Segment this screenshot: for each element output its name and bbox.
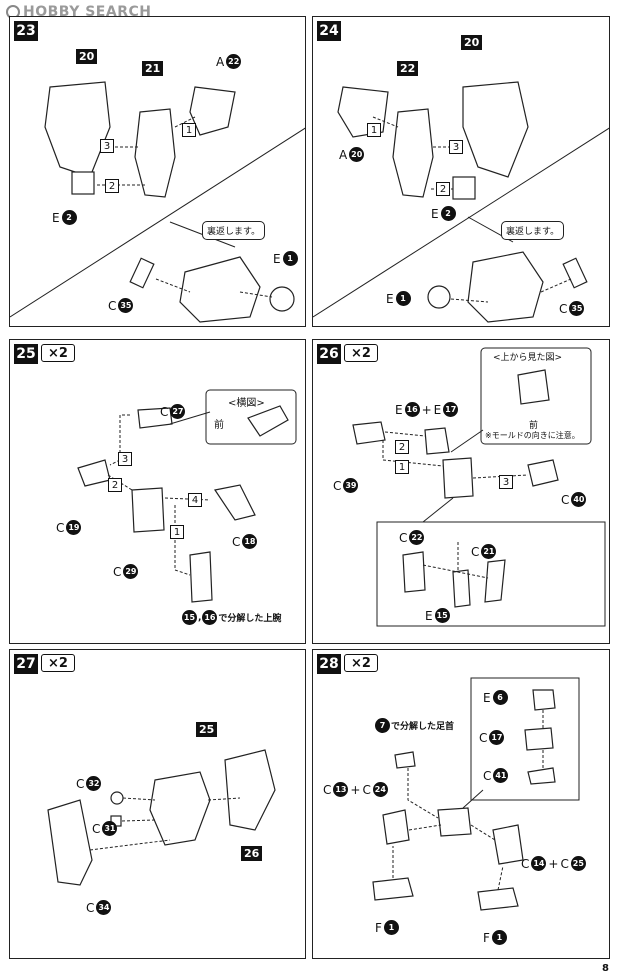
- arrow-step-1: 1: [395, 460, 409, 474]
- step-number: 27: [14, 654, 38, 674]
- multiplier-badge: ×2: [344, 344, 378, 362]
- multiplier-badge: ×2: [344, 654, 378, 672]
- arrow-step-2: 2: [436, 182, 450, 196]
- arrow-step-4: 4: [188, 493, 202, 507]
- arrow-step-3: 3: [499, 475, 513, 489]
- page-number: 8: [602, 963, 609, 974]
- arrow-step-1: 1: [182, 123, 196, 137]
- step-28-illustration: [372, 677, 580, 911]
- arrow-step-2: 2: [395, 440, 409, 454]
- part-label-20: 20: [76, 49, 98, 64]
- step-number: 24: [317, 21, 341, 41]
- flip-over-note: 裏返します。: [501, 221, 565, 240]
- step-number: 28: [317, 654, 341, 674]
- front-direction-label: 前: [214, 420, 224, 431]
- step-number: 25: [14, 344, 38, 364]
- side-view-label: <横図>: [228, 398, 265, 409]
- step-27-illustration: [47, 749, 276, 886]
- top-view-label: <上から見た図>: [493, 353, 563, 363]
- part-label-22: 22: [397, 61, 419, 76]
- flip-over-note: 裏返します。: [202, 221, 266, 240]
- arrow-step-2: 2: [105, 179, 119, 193]
- multiplier-badge: ×2: [41, 344, 75, 362]
- part-label-26: 26: [241, 846, 263, 861]
- mold-orientation-note: ※モールドの向きに注意。: [485, 431, 580, 440]
- part-label-20: 20: [461, 35, 483, 50]
- front-direction-label: 前: [529, 421, 539, 431]
- arrow-step-3: 3: [449, 140, 463, 154]
- step-number: 23: [14, 21, 38, 41]
- arrow-step-3: 3: [118, 452, 132, 466]
- step-26-illustration: [352, 347, 606, 627]
- arrow-step-1: 1: [170, 525, 184, 539]
- arrow-step-3: 3: [100, 139, 114, 153]
- arrow-step-1: 1: [367, 123, 381, 137]
- step-number: 26: [317, 344, 341, 364]
- part-label-25: 25: [196, 722, 218, 737]
- arrow-step-2: 2: [108, 478, 122, 492]
- step-24-illustration: [313, 81, 609, 323]
- step-25-illustration: [77, 389, 297, 603]
- step-23-illustration: [10, 81, 305, 323]
- part-label-21: 21: [142, 61, 164, 76]
- multiplier-badge: ×2: [41, 654, 75, 672]
